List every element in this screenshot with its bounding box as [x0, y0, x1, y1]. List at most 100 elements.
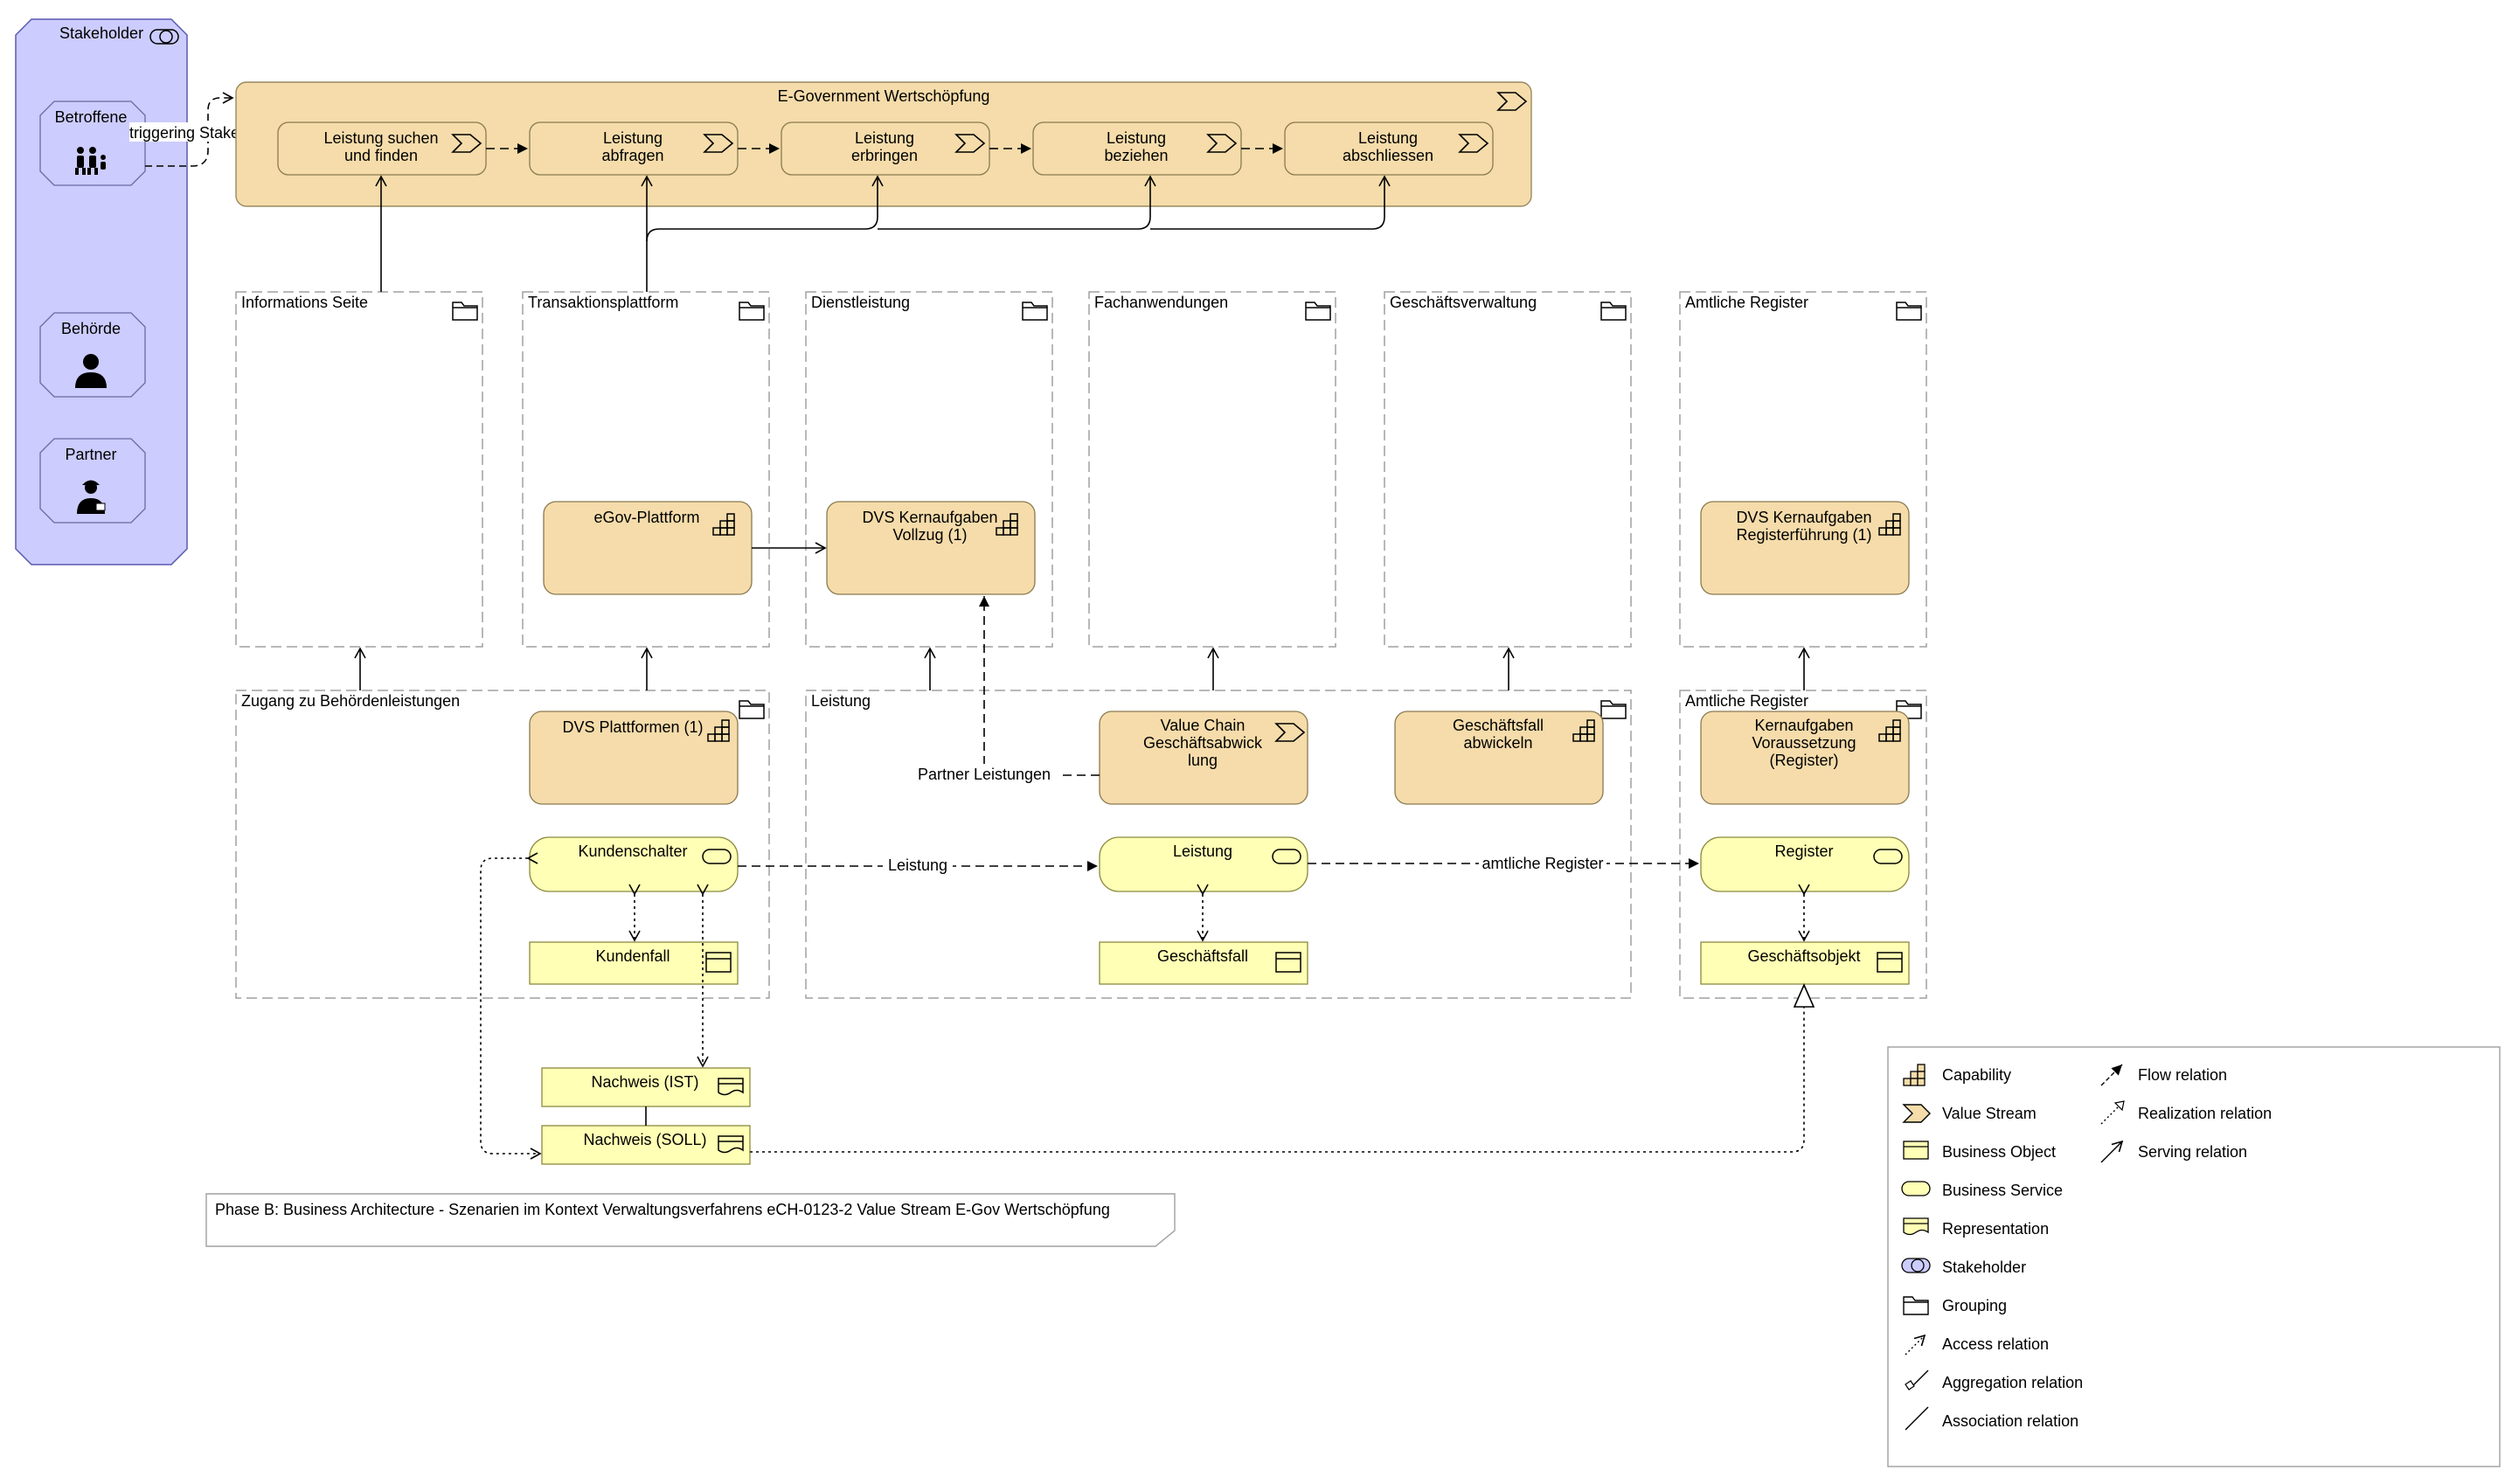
legend-value-stream: Value Stream: [1902, 1104, 2037, 1123]
value-stream-icon: [1206, 134, 1238, 153]
service-register[interactable]: Register: [1700, 836, 1910, 892]
actor-betroffene[interactable]: Betroffene: [39, 101, 146, 186]
legend-grouping: Grouping: [1903, 1296, 2007, 1315]
legend-business-service: Business Service: [1901, 1181, 2063, 1199]
realization-relation: [750, 1007, 1804, 1153]
folder-icon: [1896, 302, 1922, 321]
object-geschaeftsfall[interactable]: Geschäftsfall: [1099, 941, 1308, 985]
stage-4-line1: Leistung: [1107, 129, 1166, 147]
legend-label: Realization relation: [2138, 1105, 2272, 1122]
capability-label-line2: Registerführung (1): [1736, 526, 1871, 544]
stage-3-line2: erbringen: [851, 147, 918, 164]
business-service-icon: [1901, 1181, 1931, 1196]
group-leistung[interactable]: Leistung: [805, 690, 1632, 999]
legend-access-relation: Access relation: [1905, 1334, 2049, 1356]
capability-label-line2: abwickeln: [1463, 734, 1532, 752]
serving-relations: [354, 175, 1810, 690]
value-stream-title: E-Government Wertschöpfung: [778, 87, 990, 105]
legend-label: Representation: [1942, 1220, 2049, 1238]
value-chain-line1: Value Chain: [1161, 717, 1246, 734]
capability-dvs-vollzug[interactable]: DVS Kernaufgaben Vollzug (1): [826, 501, 1036, 595]
group-fachanwendungen[interactable]: Fachanwendungen: [1088, 291, 1336, 648]
capability-label: DVS Plattformen (1): [562, 718, 703, 736]
association-relation-icon: [1905, 1406, 1929, 1431]
representation-icon: [718, 1135, 744, 1154]
legend-serving-relation: Serving relation: [2100, 1140, 2247, 1163]
stage-2[interactable]: Leistung abfragen: [529, 121, 739, 176]
flow-amtliche-register[interactable]: amtliche Register: [1308, 853, 1699, 874]
legend-association-relation: Association relation: [1905, 1406, 2078, 1431]
capability-dvs-registerfuehrung[interactable]: DVS Kernaufgaben Registerführung (1): [1700, 501, 1910, 595]
value-stream-icon: [1902, 1104, 1931, 1123]
group-label: Dienstleistung: [811, 294, 910, 311]
group-geschaeftsverwaltung[interactable]: Geschäftsverwaltung: [1384, 291, 1632, 648]
capability-dvs-plattformen[interactable]: DVS Plattformen (1): [529, 711, 739, 805]
stage-4[interactable]: Leistung beziehen: [1032, 121, 1242, 176]
actor-partner[interactable]: Partner: [39, 438, 146, 524]
legend-aggregation-relation: Aggregation relation: [1905, 1370, 2083, 1391]
capability-kernaufgaben-register[interactable]: Kernaufgaben Voraussetzung (Register): [1700, 711, 1910, 805]
capability-icon: [996, 513, 1018, 536]
person-icon: [75, 354, 107, 388]
serving-relation-icon: [2100, 1140, 2124, 1163]
group-label: Zugang zu Behördenleistungen: [241, 692, 460, 710]
relation-label: Leistung: [888, 856, 947, 874]
group-label: Amtliche Register: [1685, 692, 1808, 710]
service-label: Kundenschalter: [578, 843, 687, 860]
legend-label: Grouping: [1942, 1297, 2007, 1314]
stakeholder-title: Stakeholder: [59, 24, 143, 42]
legend-business-object: Business Object: [1903, 1141, 2056, 1161]
stage-2-line2: abfragen: [601, 147, 663, 164]
representation-nachweis-soll[interactable]: Nachweis (SOLL): [541, 1125, 751, 1165]
group-of-people-icon: [75, 147, 106, 175]
stage-4-line2: beziehen: [1104, 147, 1168, 164]
capability-egov-plattform[interactable]: eGov-Plattform: [543, 501, 753, 595]
folder-icon: [1600, 700, 1627, 719]
capability-label-line1: Kernaufgaben: [1754, 717, 1853, 734]
value-stream-icon: [1274, 723, 1306, 742]
stage-5-line1: Leistung: [1358, 129, 1418, 147]
object-geschaeftsobjekt[interactable]: Geschäftsobjekt: [1700, 941, 1910, 985]
stage-1[interactable]: Leistung suchen und finden: [277, 121, 487, 176]
caption-box: Phase B: Business Architecture - Szenari…: [205, 1193, 1176, 1247]
representation-icon: [718, 1078, 744, 1096]
capability-icon: [707, 719, 730, 742]
object-label: Geschäftsfall: [1157, 947, 1248, 965]
business-service-icon: [702, 849, 732, 864]
flow-leistung[interactable]: Leistung: [738, 855, 1098, 876]
group-informations-seite[interactable]: Informations Seite: [235, 291, 483, 648]
folder-icon: [1022, 302, 1048, 321]
stage-3[interactable]: Leistung erbringen: [781, 121, 990, 176]
actor-label-partner: Partner: [65, 446, 116, 463]
service-leistung[interactable]: Leistung: [1099, 836, 1308, 892]
flow-partner-leistungen[interactable]: Partner Leistungen: [911, 596, 1100, 785]
group-zugang[interactable]: Zugang zu Behördenleistungen: [235, 690, 770, 999]
legend-label: Access relation: [1942, 1335, 2049, 1353]
stage-5[interactable]: Leistung abschliessen: [1284, 121, 1494, 176]
group-label: Amtliche Register: [1685, 294, 1808, 311]
actor-behoerde[interactable]: Behörde: [39, 312, 146, 398]
representation-label: Nachweis (IST): [591, 1073, 698, 1091]
legend-stakeholder: Stakeholder: [1901, 1258, 2026, 1276]
business-object-icon: [1275, 952, 1301, 973]
object-kundenfall[interactable]: Kundenfall: [529, 941, 739, 985]
representation-label: Nachweis (SOLL): [583, 1131, 706, 1148]
legend: Capability Value Stream Business Object …: [1887, 1046, 2501, 1467]
service-kundenschalter[interactable]: Kundenschalter: [529, 836, 739, 892]
stakeholder-panel[interactable]: Stakeholder Betroffene Behörde: [15, 18, 188, 565]
relation-label: amtliche Register: [1482, 855, 1603, 872]
legend-label: Value Stream: [1942, 1105, 2037, 1122]
value-chain-geschaeftsabwicklung[interactable]: Value Chain Geschäftsabwick lung: [1099, 711, 1308, 805]
stakeholder-icon: [149, 29, 179, 45]
capability-geschaeftsfall-abwickeln[interactable]: Geschäftsfall abwickeln: [1394, 711, 1604, 805]
service-label: Register: [1774, 843, 1833, 860]
value-stream-icon: [1458, 134, 1489, 153]
business-service-icon: [1873, 849, 1903, 864]
folder-icon: [739, 302, 765, 321]
value-stream-icon: [703, 134, 734, 153]
stage-1-line2: und finden: [344, 147, 418, 164]
folder-icon: [452, 302, 478, 321]
aggregation-relation-icon: [1905, 1370, 1929, 1390]
representation-nachweis-ist[interactable]: Nachweis (IST): [541, 1067, 751, 1107]
access-relation-icon: [1905, 1334, 1926, 1356]
